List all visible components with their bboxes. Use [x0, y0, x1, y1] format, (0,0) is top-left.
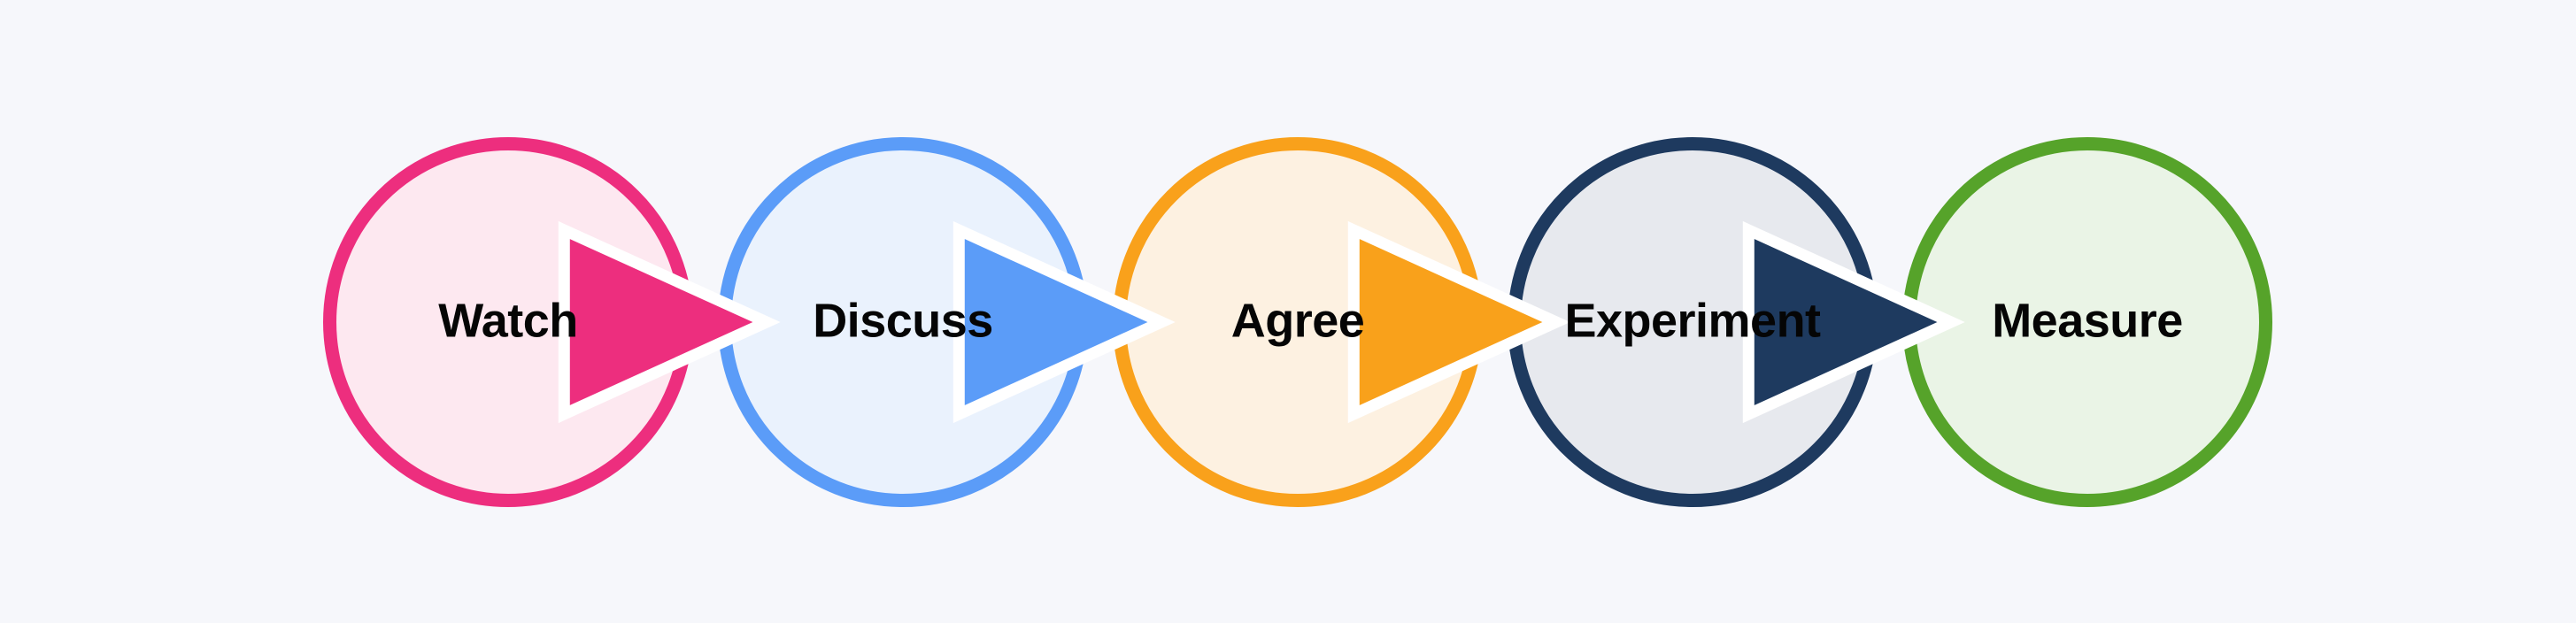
step-arrow-watch [558, 220, 781, 424]
arrow-shape-agree [1347, 220, 1570, 424]
step-arrow-experiment [1742, 220, 1965, 424]
step-label-agree: Agree [1231, 294, 1365, 347]
step-arrow-discuss [953, 220, 1176, 424]
arrow-shape-experiment [1742, 220, 1965, 424]
step-label-watch: Watch [438, 294, 578, 347]
step-label-discuss: Discuss [813, 294, 993, 347]
arrow-shape-discuss [953, 220, 1176, 424]
step-arrow-agree [1347, 220, 1570, 424]
step-label-measure: Measure [1992, 294, 2183, 347]
step-label-experiment: Experiment [1564, 294, 1821, 347]
steps-layer: Watch Discuss Agree Experiment Measure [323, 137, 2272, 507]
arrow-shape-watch [558, 220, 781, 424]
